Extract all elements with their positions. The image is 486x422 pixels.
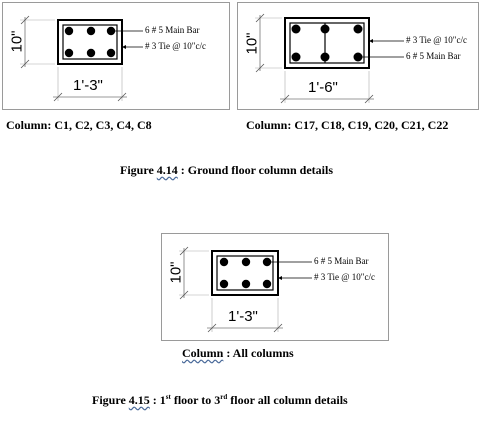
column-section-drawing — [255, 13, 404, 104]
caption-sep: : — [149, 393, 160, 407]
column-outline — [57, 19, 123, 65]
main-bar — [219, 279, 229, 289]
height-dimension: 10" — [243, 32, 261, 55]
column-outline — [284, 17, 370, 69]
height-dimension: 10" — [8, 30, 26, 53]
main-bar — [353, 24, 363, 34]
width-dimension: 1'-3" — [228, 308, 258, 325]
caption-prefix: Figure — [120, 163, 157, 177]
column-caption-left: Column: C1, C2, C3, C4, C8 — [6, 118, 152, 132]
column-caption-word: Column — [182, 346, 224, 360]
tie-outline — [289, 22, 365, 64]
width-dimension: 1'-3" — [73, 77, 103, 94]
main-bar-label: 6 # 5 Main Bar — [145, 25, 200, 35]
main-bar — [219, 257, 229, 267]
main-bar — [291, 24, 301, 34]
tie-label: # 3 Tie @ 10"c/c — [145, 41, 206, 51]
tie-label: # 3 Tie @ 10"c/c — [406, 35, 467, 45]
caption-text: : Ground floor column details — [177, 163, 334, 177]
column-section-drawing — [20, 15, 143, 102]
column-caption-right: Column: C17, C18, C19, C20, C21, C22 — [246, 118, 449, 132]
main-bar — [64, 48, 74, 58]
width-dimension: 1'-6" — [308, 79, 338, 96]
column-detail-panel-c1-c8: 6 # 5 Main Bar # 3 Tie @ 10"c/c 10" 1'-3… — [2, 2, 230, 110]
column-detail-panel-c17-c22: # 3 Tie @ 10"c/c 6 # 5 Main Bar 10" 1'-6… — [237, 2, 479, 110]
floor-3-suffix: rd — [220, 393, 228, 401]
main-bar — [86, 48, 96, 58]
column-section-drawing — [179, 246, 312, 333]
caption-end: floor all column details — [227, 393, 348, 407]
floor-1-number: 1 — [159, 393, 166, 407]
tie-outline — [216, 255, 274, 291]
main-bar — [320, 24, 330, 34]
main-bar-label: 6 # 5 Main Bar — [314, 256, 369, 266]
caption-prefix: Figure — [92, 393, 129, 407]
tie-outline — [62, 24, 118, 60]
figure-number: 4.15 — [128, 393, 150, 407]
main-bar — [86, 26, 96, 36]
main-bar — [64, 26, 74, 36]
column-outline — [211, 250, 279, 296]
column-caption-all: Column : All columns — [182, 346, 294, 361]
column-caption-rest: : All columns — [223, 346, 294, 360]
figure-number: 4.14 — [156, 163, 178, 177]
main-bar — [241, 279, 251, 289]
caption-mid: floor to — [170, 393, 215, 407]
main-bar — [106, 48, 116, 58]
main-bar-label: 6 # 5 Main Bar — [406, 51, 461, 61]
height-dimension: 10" — [167, 261, 185, 284]
column-detail-panel-all: 6 # 5 Main Bar # 3 Tie @ 10"c/c 10" 1'-3… — [161, 233, 389, 341]
main-bar — [320, 52, 330, 62]
main-bar — [241, 257, 251, 267]
floor-1-suffix: st — [165, 393, 171, 401]
figure-caption-4-14: Figure 4.14 : Ground floor column detail… — [120, 163, 333, 178]
main-bar — [262, 279, 272, 289]
figure-caption-4-15: Figure 4.15 : 1st floor to 3rd floor all… — [92, 393, 348, 408]
main-bar — [291, 52, 301, 62]
floor-3-number: 3 — [214, 393, 221, 407]
tie-label: # 3 Tie @ 10"c/c — [314, 272, 375, 282]
